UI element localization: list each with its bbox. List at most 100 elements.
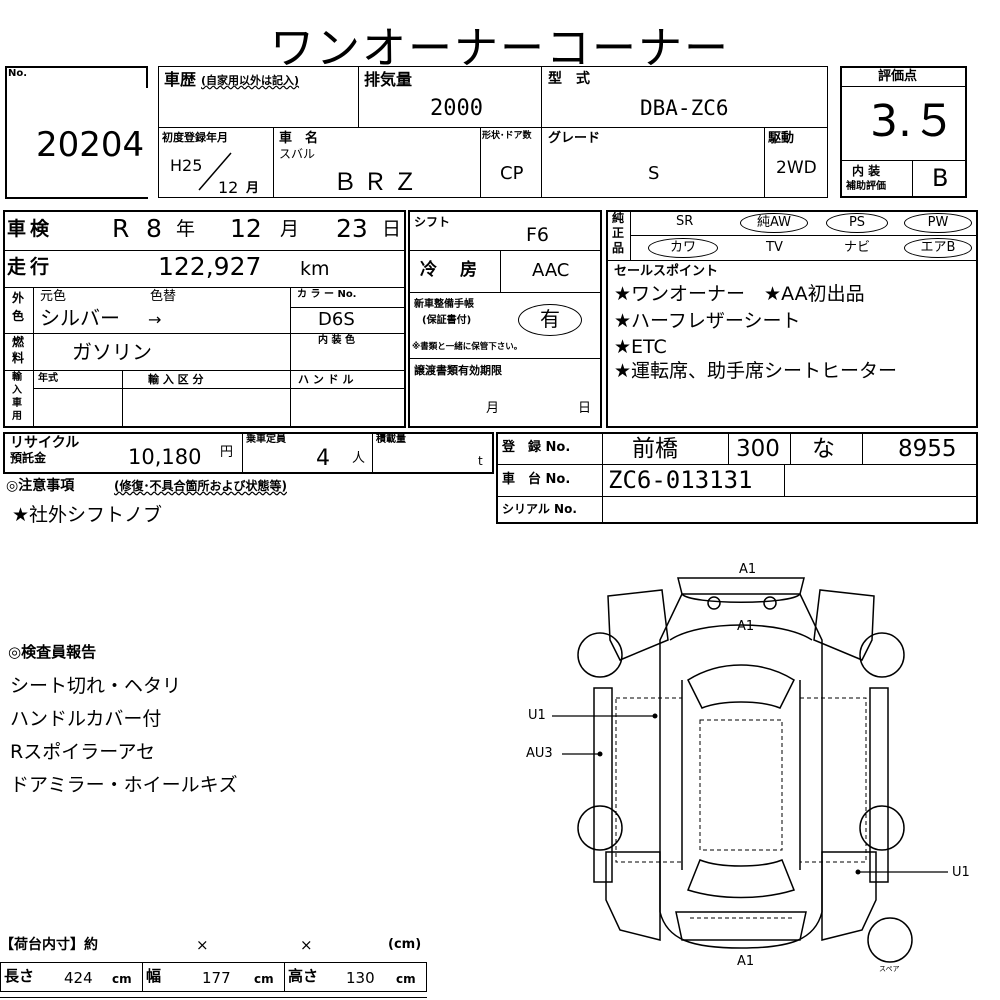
import-year-label: 年式 — [38, 373, 58, 384]
equipment-row-divider — [630, 235, 978, 236]
left-row-4 — [3, 370, 406, 371]
equipment-power-windows: PW — [904, 213, 972, 233]
registration-number: 8955 — [898, 436, 957, 462]
score-box-divider-2 — [840, 160, 967, 161]
left-door-dash — [615, 697, 683, 863]
spare-tire-shape — [867, 917, 913, 963]
header-row-divider — [158, 127, 828, 128]
right-door-dash — [799, 697, 867, 863]
fuel-side-1: 燃 — [12, 335, 25, 349]
cargo-length-value: 424 — [64, 969, 93, 987]
color-original-value: シルバー — [40, 306, 120, 330]
fuel-value: ガソリン — [72, 340, 152, 364]
inspection-era: R — [112, 214, 130, 243]
score-value: 3.５ — [870, 96, 956, 147]
mark-dot-au3-left — [597, 751, 603, 757]
mid-row-2 — [408, 292, 602, 293]
right-rear-tire-shape — [859, 805, 905, 851]
cargo-length-unit: cm — [112, 972, 132, 986]
first-reg-label: 初度登録年月 — [162, 131, 228, 144]
equipment-navi: ナビ — [844, 240, 871, 255]
import-side-3: 車 — [12, 398, 22, 409]
reg-label-col — [602, 432, 603, 524]
car-maker: スバル — [279, 147, 316, 161]
recycle-unit: 円 — [220, 445, 234, 460]
sheet-title: ワンオーナーコーナー — [270, 23, 730, 74]
hood-line — [669, 624, 813, 641]
transfer-month-unit: 月 — [486, 401, 500, 416]
right-door-strip — [869, 687, 889, 883]
capacity-label: 乗車定員 — [246, 434, 286, 445]
history-note: (自家用以外は記入) — [201, 74, 300, 87]
sales-point-3: ★ETC — [614, 336, 667, 358]
trunk-shape — [675, 911, 807, 941]
inspection-day-unit: 日 — [382, 218, 402, 240]
notes-label: ◎注意事項 — [6, 478, 75, 494]
grade-value: S — [648, 163, 660, 184]
cargo-col-1 — [142, 962, 143, 992]
reg-col-2 — [790, 432, 791, 464]
score-label: 評価点 — [878, 69, 918, 84]
mark-dot-u1-left — [652, 713, 658, 719]
color-original-label: 元色 — [40, 289, 67, 304]
displacement-label: 排気量 — [364, 70, 413, 89]
cargo-label: 【荷台内寸】約 — [0, 937, 98, 953]
registration-grid — [496, 432, 978, 524]
import-side-2: 入 — [12, 385, 22, 396]
no-bracket-top — [5, 66, 148, 68]
color-no-value: D6S — [318, 309, 355, 330]
mark-front-top: A1 — [739, 562, 757, 577]
shift-label: シフト — [414, 215, 451, 229]
color-no-label: カ ラ ー No. — [297, 289, 357, 300]
left-grid — [3, 210, 406, 428]
no-bracket-bottom — [5, 197, 148, 199]
right-rear-fender-shape — [821, 851, 877, 941]
displacement-value: 2000 — [430, 96, 483, 121]
notes-sublabel: (修復･不具合箇所および状態等) — [114, 479, 287, 493]
cargo-times-1: × — [196, 936, 209, 954]
equipment-leather: カワ — [648, 238, 718, 258]
inspector-line-4: ドアミラー・ホイールキズ — [10, 774, 238, 796]
reg-col-3 — [862, 432, 863, 464]
car-body-outline — [659, 592, 823, 949]
recycle-col-2 — [372, 432, 373, 474]
left-door-strip — [593, 687, 613, 883]
load-unit: t — [478, 454, 483, 468]
transfer-label: 譲渡書類有効期限 — [414, 364, 502, 377]
registration-label: 登 録 No. — [502, 440, 571, 455]
equipment-sr: SR — [676, 214, 694, 229]
cargo-width-label: 幅 — [146, 967, 162, 985]
cargo-height-value: 130 — [346, 969, 375, 987]
left-col-color — [290, 287, 291, 370]
cargo-width-value: 177 — [202, 969, 231, 987]
car-name: ＢＲＺ — [333, 168, 423, 196]
cargo-unit-paren: (cm) — [388, 937, 422, 952]
no-value: 20204 — [36, 125, 145, 165]
equipment-alloy-wheels: 純AW — [740, 213, 808, 233]
no-label: No. — [8, 68, 28, 79]
inspection-year: 8 — [146, 214, 162, 243]
inspection-month: 12 — [230, 214, 262, 243]
shift-value: F6 — [526, 224, 550, 246]
manual-label-1: 新車整備手帳 — [414, 299, 474, 310]
history-label: 車歴 — [164, 70, 197, 89]
interior-color-label: 内 装 色 — [318, 335, 355, 346]
right-row-1 — [606, 260, 978, 261]
manual-note: ※書類と一緒に保管下さい。 — [412, 342, 523, 352]
chassis-value: ZC6-013131 — [608, 466, 753, 494]
mark-right-u: U1 — [952, 865, 970, 880]
car-name-label: 車 名 — [279, 131, 319, 146]
recycle-value: 10,180 — [128, 445, 202, 469]
score-box — [840, 66, 967, 198]
score-box-divider-3 — [912, 160, 913, 198]
first-reg-era: H25 — [170, 156, 203, 175]
cargo-height-label: 高さ — [288, 967, 319, 985]
color-no-divider — [290, 307, 406, 308]
left-row-2 — [3, 287, 406, 288]
header-col-2 — [541, 66, 542, 198]
cargo-length-label: 長さ — [4, 967, 35, 985]
right-headlight-shape — [763, 596, 777, 610]
first-reg-month-unit: 月 — [246, 181, 260, 196]
spare-label: スペア — [879, 965, 900, 973]
